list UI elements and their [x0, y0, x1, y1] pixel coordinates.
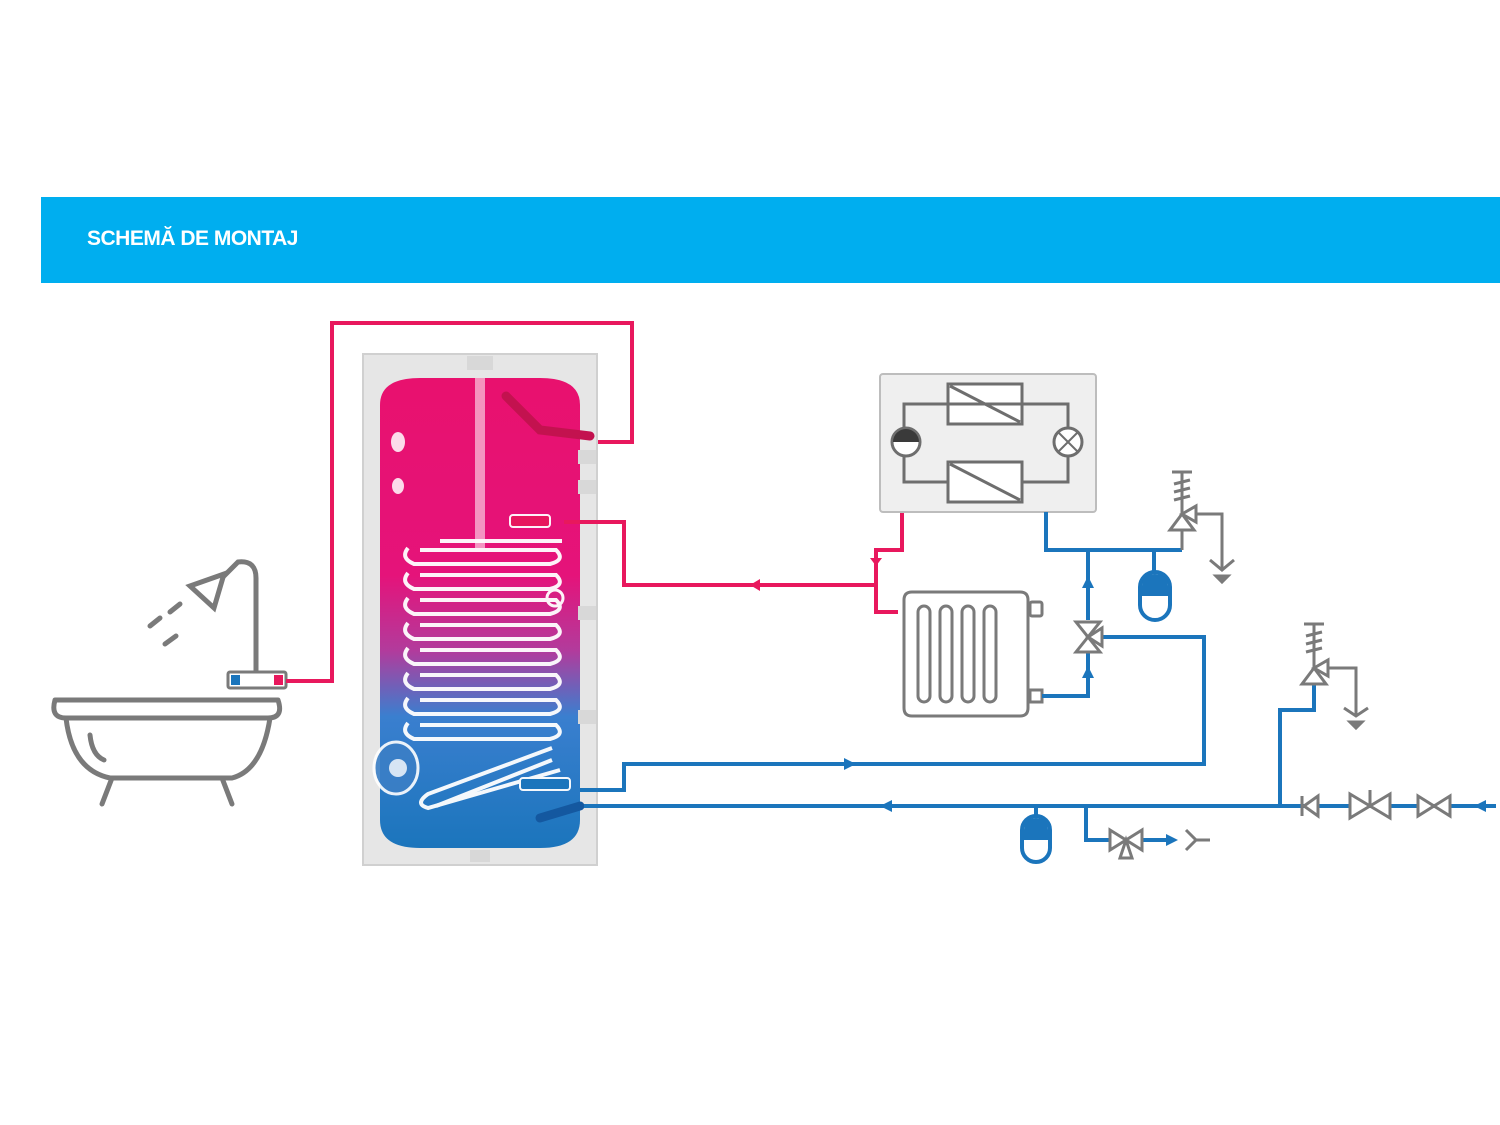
drain-funnel-icon — [1184, 828, 1210, 852]
check-valve-icon — [1300, 793, 1320, 819]
expansion-vessel-icon — [1138, 570, 1172, 622]
shutoff-valve-icon — [1416, 793, 1452, 819]
heating-flow-pipe — [564, 512, 904, 614]
radiator-icon — [902, 590, 1044, 718]
shower-head-icon — [147, 559, 259, 679]
safety-valve-icon — [1167, 470, 1235, 585]
cold-water-pipe — [584, 684, 1496, 846]
shutoff-valve-icon — [1348, 790, 1392, 821]
shutoff-valve-icon — [1108, 827, 1144, 860]
three-way-valve-icon — [1072, 620, 1104, 654]
expansion-vessel-icon — [1020, 814, 1052, 864]
heat-pump-unit — [879, 373, 1097, 513]
header-banner: SCHEMĂ DE MONTAJ — [41, 197, 1500, 283]
circulation-pump-icon — [890, 426, 922, 458]
heating-return-pipe — [580, 512, 1206, 792]
safety-valve-icon — [1299, 622, 1369, 731]
page-title: SCHEMĂ DE MONTAJ — [87, 227, 298, 250]
bathtub-icon — [51, 697, 283, 807]
expansion-valve-icon — [1052, 426, 1084, 458]
mixer-tap-icon — [226, 670, 288, 690]
heat-exchanger-coil — [403, 514, 571, 811]
hot-water-pipe — [286, 321, 634, 683]
